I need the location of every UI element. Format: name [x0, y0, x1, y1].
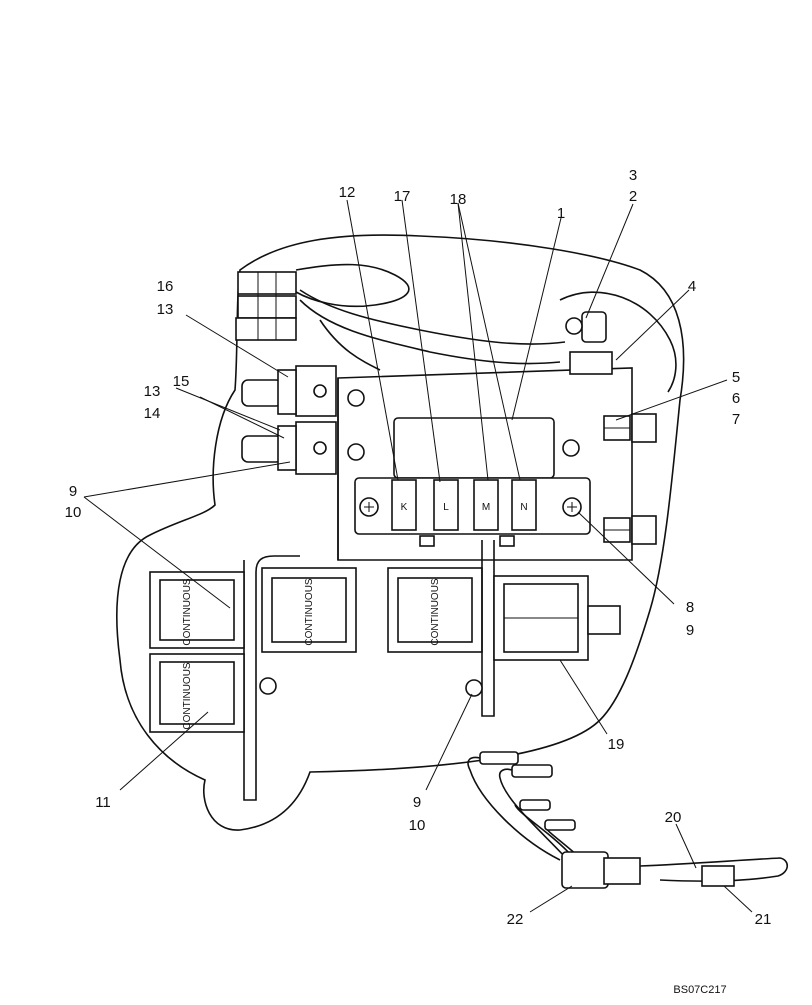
fuse-l: L [433, 479, 459, 531]
callout-6: 6 [732, 390, 740, 407]
callout-13-bottom: 13 [144, 383, 161, 400]
pigtail-harness [467, 751, 789, 889]
vertical-strap [243, 555, 300, 801]
upper-harness [235, 263, 566, 371]
callout-numbers: 3 2 12 17 18 1 4 5 6 7 16 13 15 13 14 9 … [65, 167, 772, 928]
fuse-k-label: K [401, 502, 408, 513]
callout-10-bottom: 10 [409, 817, 426, 834]
callout-11: 11 [95, 794, 111, 811]
relay-4-text: CONTINUOUS [182, 662, 193, 730]
callout-3: 3 [629, 167, 637, 184]
fuse-n: N [511, 479, 537, 531]
middle-strap [481, 540, 495, 717]
bolt-upper-right [603, 413, 657, 443]
callout-8: 8 [686, 599, 694, 616]
callout-21: 21 [755, 911, 772, 928]
callout-9-right: 9 [686, 622, 694, 639]
fuse-n-label: N [520, 502, 527, 513]
callout-13-top: 13 [157, 301, 174, 318]
middle-strap-nut [465, 679, 483, 697]
callout-15: 15 [173, 373, 190, 390]
top-right-connector [559, 291, 677, 393]
relay-2-text: CONTINUOUS [304, 578, 315, 646]
fuse-k: K [391, 479, 417, 531]
callout-9-left: 9 [69, 483, 77, 500]
left-relay-upper [241, 365, 337, 417]
callout-12: 12 [339, 184, 356, 201]
fuse-m-label: M [482, 502, 490, 513]
relay-3-text: CONTINUOUS [430, 578, 441, 646]
solenoid [493, 575, 621, 661]
callout-20: 20 [665, 809, 682, 826]
relay-1: CONTINUOUS [149, 571, 245, 649]
callout-1: 1 [557, 205, 565, 222]
callout-19: 19 [608, 736, 625, 753]
fuse-m: M [473, 479, 499, 531]
fuse-block: K L M N [354, 477, 591, 547]
bolt-lower-right [603, 515, 657, 545]
callout-18: 18 [450, 191, 467, 208]
leader-lines [83, 199, 753, 913]
callout-5: 5 [732, 369, 740, 386]
callout-17: 17 [394, 188, 411, 205]
callout-2: 2 [629, 188, 637, 205]
callout-10-left: 10 [65, 504, 82, 521]
relay-1-text: CONTINUOUS [182, 578, 193, 646]
callout-4: 4 [688, 278, 696, 295]
left-relay-lower [241, 421, 337, 475]
relay-4: CONTINUOUS [149, 653, 245, 733]
callout-22: 22 [507, 911, 524, 928]
fuse-l-label: L [443, 502, 449, 513]
callout-16: 16 [157, 278, 174, 295]
callout-14: 14 [144, 405, 161, 422]
relay-4-nut [259, 677, 277, 695]
callout-7: 7 [732, 411, 740, 428]
callout-9-bottom: 9 [413, 794, 421, 811]
relay-3: CONTINUOUS [387, 567, 483, 653]
relay-2: CONTINUOUS [261, 567, 357, 653]
housing-outline [116, 234, 685, 831]
drawing-code: BS07C217 [673, 984, 726, 996]
